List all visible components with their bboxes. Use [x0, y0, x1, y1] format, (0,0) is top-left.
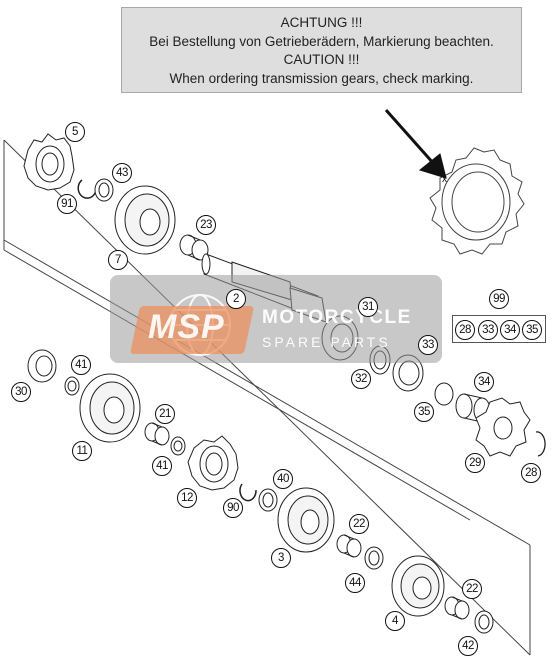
assembly-frame-lines [3, 139, 531, 656]
notice-line-1: ACHTUNG !!! [280, 15, 363, 30]
watermark-logo: MSP [148, 308, 225, 346]
gear-5 [23, 133, 75, 191]
washer-42 [474, 610, 494, 634]
callout-91[interactable]: 91 [57, 194, 77, 214]
o-ring-35 [434, 382, 454, 406]
callout-4[interactable]: 4 [385, 611, 405, 631]
callout-44[interactable]: 44 [345, 573, 365, 593]
callout-12[interactable]: 12 [177, 488, 197, 508]
bearing-22-a [336, 534, 362, 558]
callout-90[interactable]: 90 [223, 498, 243, 518]
callout-11[interactable]: 11 [72, 441, 92, 461]
washer-40 [258, 488, 278, 512]
callout-43[interactable]: 43 [112, 163, 132, 183]
callout-40[interactable]: 40 [273, 469, 293, 489]
callout-kit-28[interactable]: 28 [455, 320, 475, 340]
callout-kit-35[interactable]: 35 [522, 320, 542, 340]
marking-x: x [442, 174, 447, 185]
kit-99-frame [452, 315, 546, 343]
callout-32[interactable]: 32 [351, 369, 371, 389]
callout-29[interactable]: 29 [465, 453, 485, 473]
notice-line-4: When ordering transmission gears, check … [169, 70, 474, 86]
watermark-sub: SPARE PARTS [262, 334, 391, 350]
callout-99[interactable]: 99 [489, 289, 509, 309]
gear-12 [187, 435, 239, 491]
gear-4 [391, 555, 445, 617]
callout-42[interactable]: 42 [458, 636, 478, 656]
callout-41-b[interactable]: 41 [152, 456, 172, 476]
callout-2[interactable]: 2 [226, 289, 246, 309]
callout-kit-33[interactable]: 33 [478, 320, 498, 340]
notice-line-3: CAUTION !!! [283, 52, 360, 67]
callout-23[interactable]: 23 [196, 215, 216, 235]
circlip-90 [239, 483, 257, 502]
callout-kit-34[interactable]: 34 [500, 320, 520, 340]
callout-7[interactable]: 7 [108, 250, 128, 270]
callout-28[interactable]: 28 [521, 463, 541, 483]
circlip-91 [77, 179, 97, 199]
circlip-28 [535, 431, 546, 457]
shaft-seal-33 [392, 354, 424, 392]
callout-21[interactable]: 21 [155, 404, 175, 424]
bearing-22-b [444, 596, 470, 620]
washer-44 [364, 546, 384, 570]
callout-41-a[interactable]: 41 [71, 355, 91, 375]
callout-3[interactable]: 3 [271, 548, 291, 568]
washer-41-a [64, 376, 80, 396]
callout-22-a[interactable]: 22 [349, 514, 369, 534]
notice-line-2: Bei Bestellung von Getrieberädern, Marki… [149, 33, 494, 49]
bearing-23 [179, 234, 209, 261]
gear-3 [277, 487, 335, 553]
washer-41-b [170, 436, 186, 456]
callout-31[interactable]: 31 [358, 297, 378, 317]
washer-43 [94, 178, 114, 202]
sprocket-29 [475, 397, 531, 457]
gear-7 [114, 185, 176, 255]
callout-5[interactable]: 5 [65, 122, 85, 142]
gear-11 [79, 373, 141, 443]
callout-35[interactable]: 35 [414, 402, 434, 422]
callout-33[interactable]: 33 [418, 335, 438, 355]
bearing-30 [27, 349, 57, 383]
bearing-21 [144, 422, 170, 446]
reference-gear [429, 147, 525, 255]
watermark-name: MOTORCYCLE [262, 307, 412, 328]
marking-arrow [384, 109, 447, 179]
warning-notice: ACHTUNG !!! Bei Bestellung von Getrieber… [121, 7, 522, 93]
callout-22-b[interactable]: 22 [462, 579, 482, 599]
callout-34[interactable]: 34 [474, 372, 494, 392]
callout-30[interactable]: 30 [11, 382, 31, 402]
